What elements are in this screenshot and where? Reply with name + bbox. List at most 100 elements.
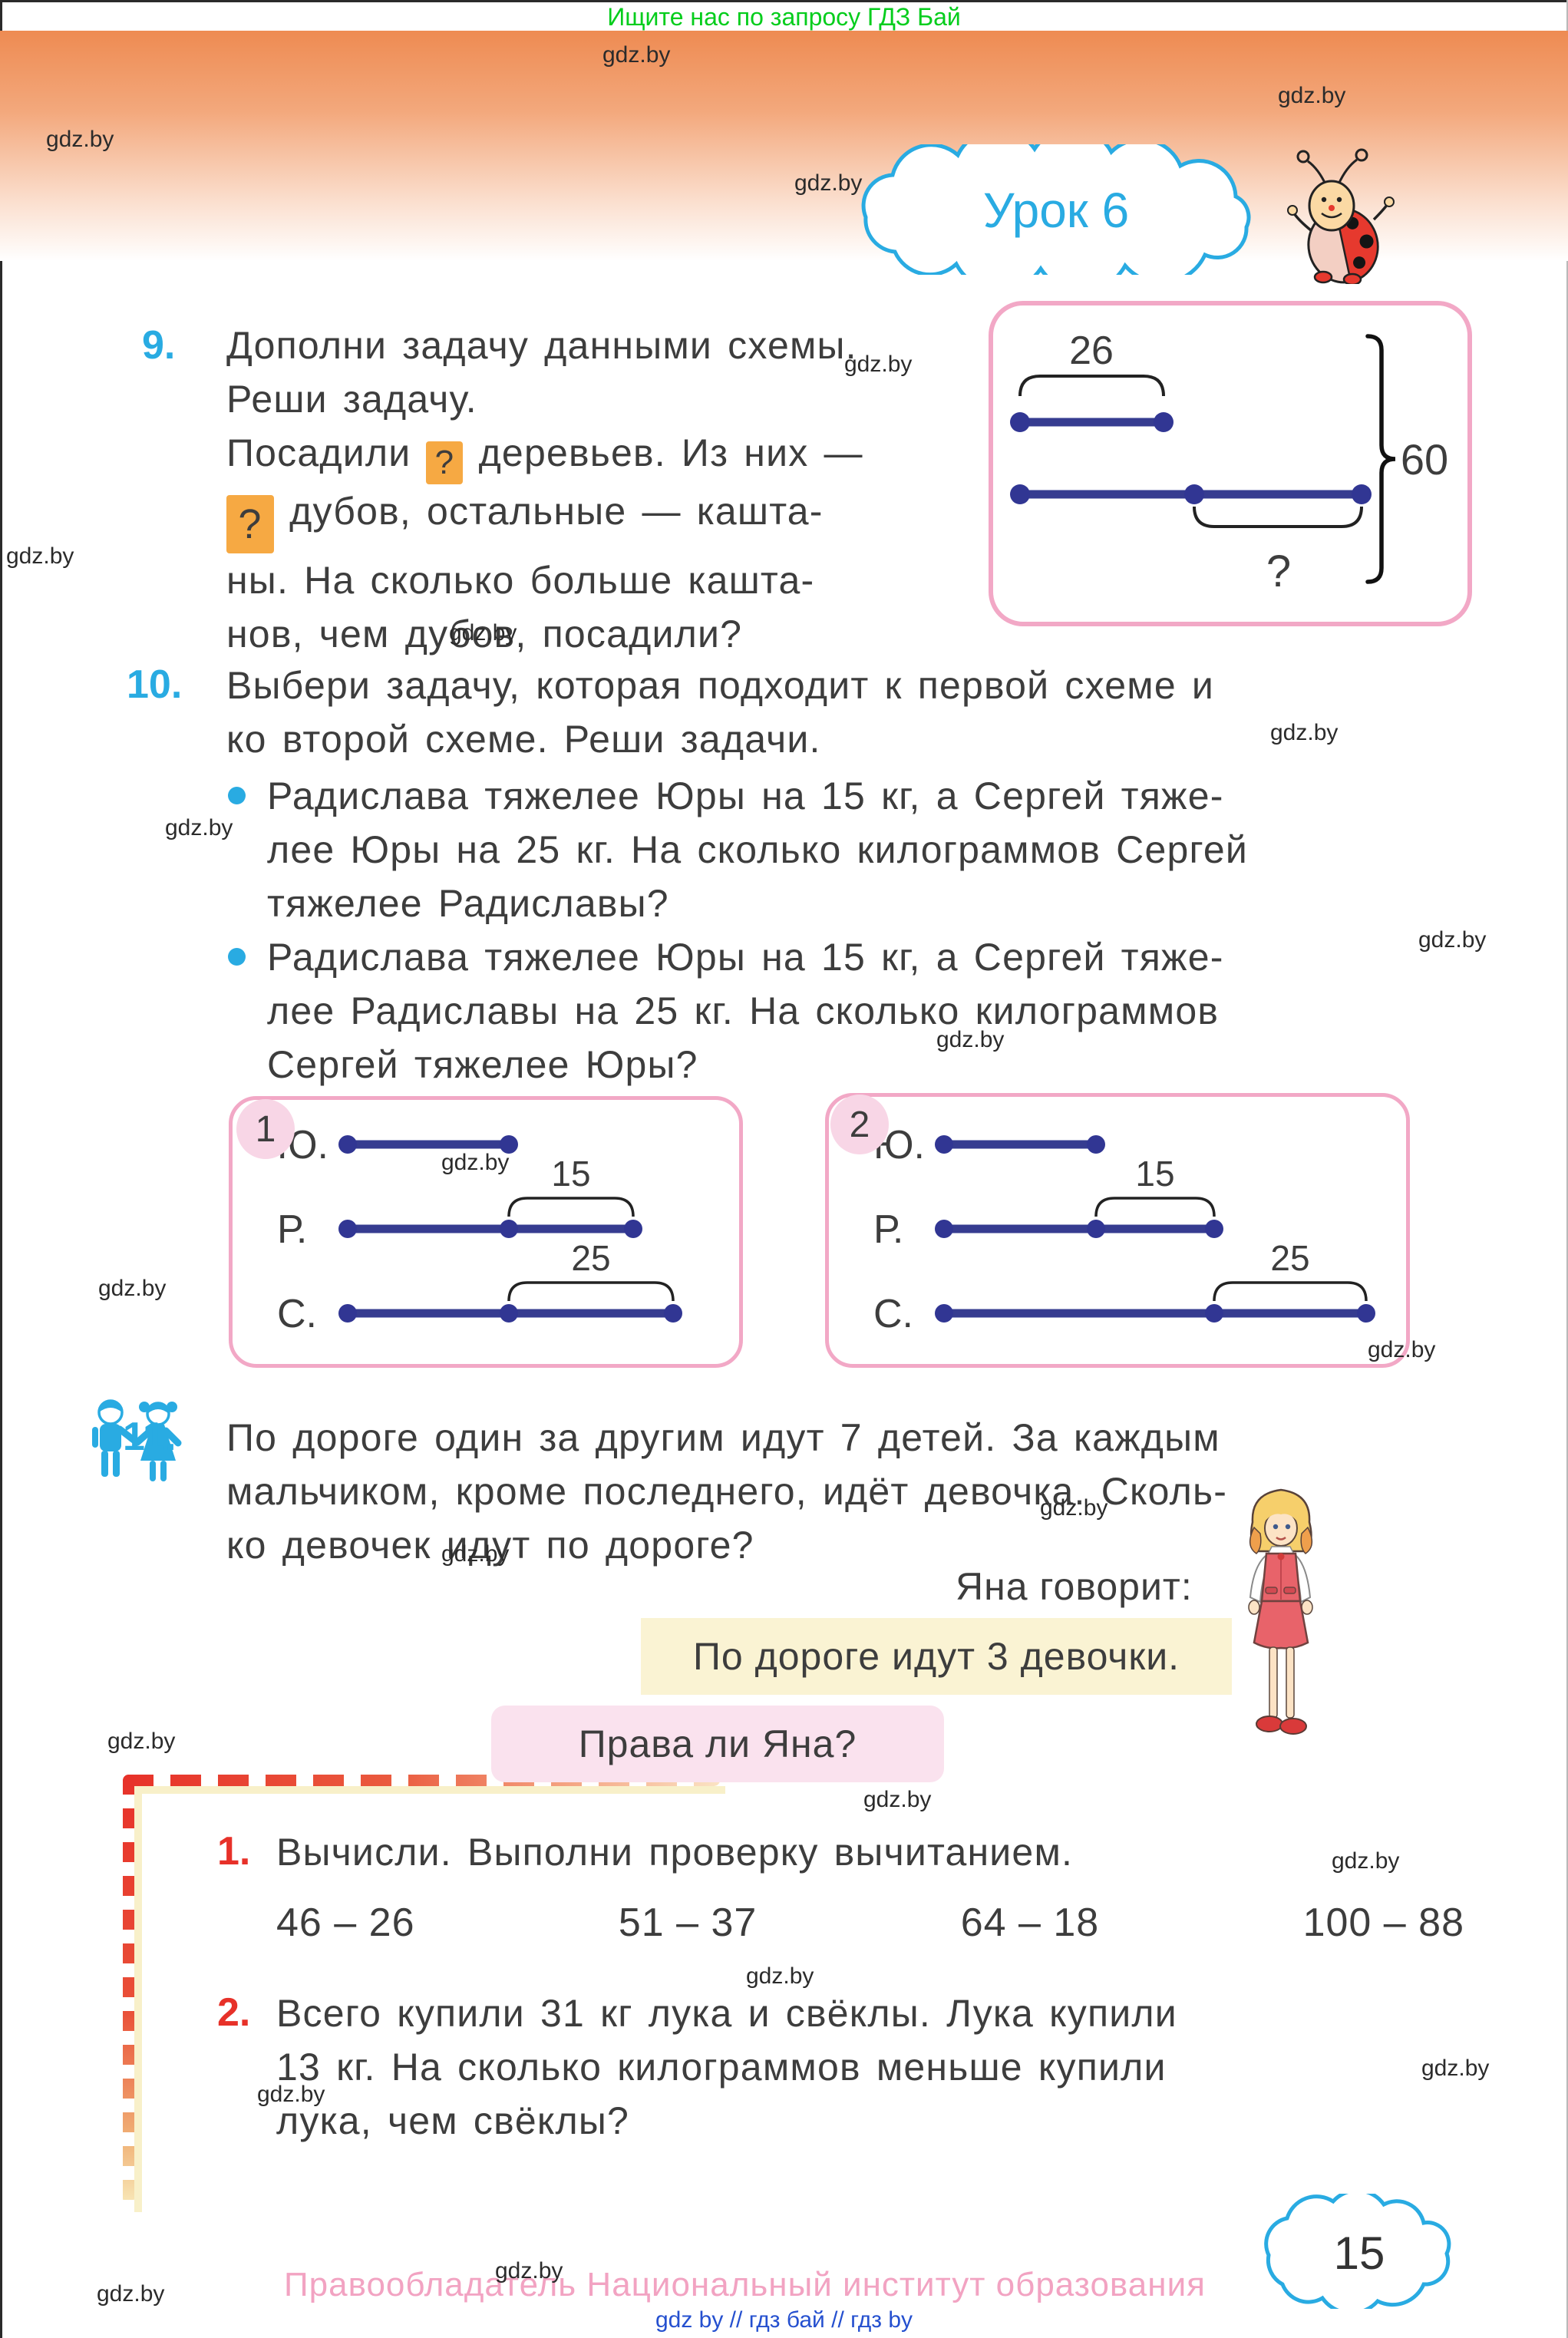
gdz-watermark: gdz.by: [844, 352, 913, 377]
expression: 46 – 26: [276, 1900, 415, 1945]
homework-border-glow: [134, 1786, 725, 2212]
gdz-watermark: gdz.by: [46, 127, 114, 152]
homework-border-left: [123, 1775, 134, 2204]
problem-11-line: По дороге один за другим идут 7 детей. З…: [226, 1416, 1220, 1459]
problem-9-diagram: 26 ? 60: [1010, 329, 1448, 596]
promo-banner-text: Ищите нас по запросу ГДЗ Бай: [607, 3, 961, 31]
problem-9-diagram-frame: 26 ? 60: [989, 301, 1472, 626]
gdz-watermark: gdz.by: [107, 1729, 176, 1754]
delta-15: 15: [1135, 1154, 1174, 1194]
homework-2-number: 2.: [217, 1990, 251, 2035]
delta-25: 25: [571, 1238, 610, 1278]
problem-10-bullet-2: Радислава тяжелее Юры на 15 кг, а Сергей…: [267, 930, 1224, 1091]
scheme-1-frame: Ю. Р. 15 С. 25: [229, 1096, 743, 1368]
gdz-watermark: gdz.by: [97, 2281, 165, 2307]
problem-10-line: ко второй схеме. Реши задачи.: [226, 718, 821, 761]
row-label-r: Р.: [277, 1207, 307, 1252]
gdz-watermark: gdz.by: [863, 1787, 932, 1812]
cloud-outline: [861, 144, 1251, 275]
scheme-2-badge: 2: [830, 1095, 889, 1154]
yana-says-label: Яна говорит:: [956, 1565, 1193, 1608]
problem-9-line: ны. На сколько больше кашта-: [226, 559, 815, 602]
page-edge-top: [0, 0, 1568, 2]
yana-question-box: Права ли Яна?: [491, 1706, 944, 1782]
footer-links: gdz by // гдз бай // гдз by: [655, 2307, 913, 2333]
segment-label-26: 26: [1069, 329, 1114, 373]
gdz-watermark: gdz.by: [936, 1027, 1005, 1052]
unknown-highlight: ?: [226, 495, 274, 553]
gdz-watermark: gdz.by: [6, 543, 74, 569]
bullet-dot: [228, 948, 246, 966]
problem-10-intro: Выбери задачу, которая подходит к первой…: [226, 659, 1214, 766]
gdz-watermark: gdz.by: [1418, 927, 1487, 953]
total-label-60: 60: [1401, 435, 1448, 484]
expression: 64 – 18: [960, 1900, 1100, 1945]
gdz-watermark: gdz.by: [495, 2258, 563, 2284]
expression: 51 – 37: [618, 1900, 758, 1945]
problem-10-line: Выбери задачу, которая подходит к первой…: [226, 664, 1215, 707]
gdz-watermark: gdz.by: [602, 42, 671, 68]
girl-illustration: [1248, 1488, 1313, 1735]
problem-10-bullet-1: Радислава тяжелее Юры на 15 кг, а Сергей…: [267, 769, 1248, 930]
delta-15: 15: [551, 1154, 590, 1194]
bullet-dot: [228, 787, 246, 804]
gdz-watermark: gdz.by: [1040, 1495, 1108, 1521]
page-number-cloud: 15: [1264, 2194, 1451, 2309]
problem-9-text: Дополни задачу данными схемы. Реши задач…: [226, 319, 863, 661]
problem-9-line: Дополни задачу данными схемы.: [226, 324, 857, 367]
gdz-watermark: gdz.by: [441, 1541, 510, 1567]
yana-quote-text: По дороге идут 3 девочки.: [692, 1635, 1180, 1678]
homework-2-text: Всего купили 31 кг лука и свёклы. Лука к…: [276, 1992, 1177, 2142]
yana-question-text: Права ли Яна?: [578, 1722, 857, 1765]
row-label-s: С.: [277, 1292, 317, 1336]
gdz-watermark: gdz.by: [165, 815, 233, 840]
lesson-cloud: Урок 6: [861, 144, 1251, 275]
copyright-text: Правообладатель Национальный институт об…: [284, 2266, 1206, 2303]
gdz-watermark: gdz.by: [1332, 1848, 1400, 1874]
gdz-watermark: gdz.by: [1368, 1337, 1436, 1362]
problem-9-line: Посадили ? деревьев. Из них —: [226, 426, 863, 484]
problem-11-line: мальчиком, кроме последнего, идёт девочк…: [226, 1470, 1228, 1513]
problem-9-line: ? дубов, остальные — кашта-: [226, 484, 863, 553]
gdz-watermark: gdz.by: [98, 1276, 167, 1301]
unknown-label: ?: [1266, 547, 1291, 596]
problem-9-line: Реши задачу.: [226, 378, 477, 421]
homework-1-expressions: 46 – 26 51 – 37 64 – 18 100 – 88: [276, 1900, 1464, 1946]
row-label-r: Р.: [873, 1207, 903, 1252]
ladybug-icon: [1287, 148, 1395, 284]
scheme-1-badge: 1: [236, 1099, 295, 1159]
gdz-watermark: gdz.by: [449, 620, 517, 646]
row-label-s: С.: [873, 1292, 913, 1336]
gdz-watermark: gdz.by: [746, 1963, 814, 1989]
problem-10-number: 10.: [127, 662, 183, 707]
problem-9-number: 9.: [142, 323, 176, 368]
gdz-watermark: gdz.by: [1270, 720, 1339, 745]
bullet-line: Радислава тяжелее Юры на 15 кг, а Сергей…: [267, 936, 1224, 979]
problem-11-number: 11.: [123, 1415, 177, 1459]
page-number: 15: [1334, 2227, 1385, 2279]
gdz-watermark: gdz.by: [441, 1150, 510, 1175]
bullet-line: Сергей тяжелее Юры?: [267, 1043, 698, 1086]
homework-1-text: Вычисли. Выполни проверку вычитанием.: [276, 1831, 1074, 1874]
problem-11-text: По дороге один за другим идут 7 детей. З…: [226, 1411, 1227, 1572]
gdz-watermark: gdz.by: [257, 2082, 325, 2107]
bullet-line: лее Радиславы на 25 кг. На сколько килог…: [267, 989, 1220, 1032]
page-edge-right: [1566, 0, 1568, 2338]
yana-quote-box: По дороге идут 3 девочки.: [641, 1618, 1232, 1695]
gdz-watermark: gdz.by: [1421, 2056, 1490, 2081]
bullet-line: Радислава тяжелее Юры на 15 кг, а Сергей…: [267, 774, 1224, 817]
children-icon: [92, 1399, 182, 1481]
scheme-2-diagram: Ю. Р. 15 С. 25: [873, 1123, 1375, 1336]
page-edge-left: [0, 0, 2, 2338]
bullet-line: тяжелее Радиславы?: [267, 882, 669, 925]
bullet-line: лее Юры на 25 кг. На сколько килограммов…: [267, 828, 1248, 871]
homework-1-number: 1.: [217, 1829, 251, 1874]
gdz-watermark: gdz.by: [1278, 83, 1346, 108]
problem-9-line: нов, чем дубов, посадили?: [226, 613, 743, 655]
scheme-2-frame: Ю. Р. 15 С. 25: [825, 1093, 1410, 1368]
expression: 100 – 88: [1302, 1900, 1464, 1945]
gdz-watermark: gdz.by: [794, 170, 863, 196]
unknown-highlight: ?: [426, 441, 464, 484]
problem-11-line: ко девочек идут по дороге?: [226, 1524, 754, 1567]
